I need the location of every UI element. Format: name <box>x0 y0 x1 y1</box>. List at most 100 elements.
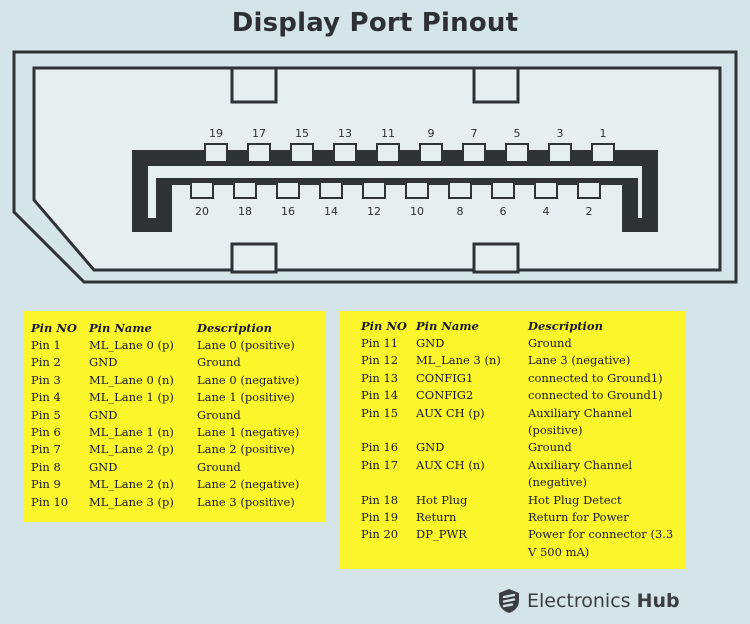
pin-contact-bottom <box>534 181 558 199</box>
page-title: Display Port Pinout <box>231 8 519 38</box>
header-pin-name: Pin Name <box>416 319 479 333</box>
pin-contact-top <box>591 143 615 163</box>
pin-description-cell: Ground <box>528 440 572 455</box>
table-row: Pin 11 GND Ground <box>361 335 680 352</box>
pin-contact-bottom <box>448 181 472 199</box>
pin-number-cell: Pin 16 <box>361 440 399 455</box>
brand-suffix: Hub <box>636 590 680 612</box>
pin-number-label: 6 <box>500 205 507 218</box>
pin-number-label: 10 <box>410 205 424 218</box>
connector-shell <box>12 50 738 284</box>
pin-name-cell: ML_Lane 1 (n) <box>89 425 174 440</box>
pin-description-cell: Ground <box>197 355 241 370</box>
table-row: Pin 20 DP_PWR Power for connector (3.3 V 5… <box>361 526 680 561</box>
pin-description-cell: Lane 3 (positive) <box>197 494 295 509</box>
pin-number-label: 2 <box>586 205 593 218</box>
pin-contact-bottom <box>405 181 429 199</box>
pin-number-cell: Pin 15 <box>361 405 399 420</box>
pin-name-cell: ML_Lane 0 (p) <box>89 338 174 352</box>
pin-contact-bottom <box>362 181 386 199</box>
pin-contact-top <box>247 143 271 163</box>
pin-number-cell: Pin 19 <box>361 510 399 525</box>
pin-description-cell: Lane 2 (negative) <box>197 477 300 492</box>
pin-description-cell: Lane 0 (negative) <box>197 372 300 387</box>
pin-number-cell: Pin 5 <box>31 407 61 422</box>
pin-number-cell: Pin 2 <box>31 355 61 370</box>
pin-number-label: 17 <box>252 127 266 140</box>
bottom-latch-left <box>230 242 278 274</box>
top-latch-right <box>472 66 520 104</box>
pin-number-cell: Pin 6 <box>31 425 61 440</box>
pin-number-label: 9 <box>428 127 435 140</box>
pin-number-label: 4 <box>543 205 550 218</box>
pin-description-cell: Return for Power <box>528 510 629 525</box>
pin-number-cell: Pin 9 <box>31 477 61 492</box>
pin-description-cell: Lane 1 (positive) <box>197 390 295 405</box>
pin-contact-top <box>290 143 314 163</box>
pin-number-label: 18 <box>238 205 252 218</box>
pin-number-cell: Pin 20 <box>361 527 399 542</box>
pin-name-cell: DP_PWR <box>416 527 467 542</box>
pin-description-cell: Lane 0 (positive) <box>197 338 295 352</box>
pin-description-cell: Hot Plug Detect <box>528 492 622 507</box>
table-row: Pin 4 ML_Lane 1 (p) Lane 1 (positive) <box>31 389 325 406</box>
pin-contact-bottom <box>233 181 257 199</box>
table-row: Pin 19 Return Return for Power <box>361 509 680 526</box>
pin-number-cell: Pin 13 <box>361 370 399 385</box>
pin-description-cell: Ground <box>197 407 241 422</box>
pin-description-cell: Ground <box>528 336 572 350</box>
pin-number-cell: Pin 8 <box>31 459 61 474</box>
header-pin-no: Pin NO <box>361 319 407 333</box>
pin-contact-bottom <box>577 181 601 199</box>
pin-number-cell: Pin 12 <box>361 353 399 368</box>
pin-contact-top <box>419 143 443 163</box>
pin-name-cell: Hot Plug <box>416 492 468 507</box>
pin-description-cell: Lane 2 (positive) <box>197 442 295 457</box>
pin-name-cell: GND <box>89 459 118 474</box>
pin-number-cell: Pin 3 <box>31 372 61 387</box>
pin-contact-top <box>376 143 400 163</box>
pin-name-cell: ML_Lane 1 (p) <box>89 390 174 405</box>
pin-contact-bottom <box>190 181 214 199</box>
pin-number-label: 3 <box>557 127 564 140</box>
pin-table-right-grid: Pin NO Pin Name Description Pin 11 GND Gro… <box>361 318 680 561</box>
pin-contact-bottom <box>276 181 300 199</box>
table-header-row: Pin NO Pin Name Description <box>361 318 680 335</box>
pin-name-cell: ML_Lane 3 (n) <box>416 353 501 368</box>
pin-number-label: 7 <box>471 127 478 140</box>
header-pin-no: Pin NO <box>31 321 77 335</box>
pin-number-cell: Pin 7 <box>31 442 61 457</box>
pin-name-cell: AUX CH (p) <box>416 405 485 420</box>
pin-name-cell: GND <box>416 336 445 350</box>
table-row: Pin 15 AUX CH (p) Auxiliary Channel (posit… <box>361 405 680 440</box>
pin-contact-bottom <box>319 181 343 199</box>
pin-number-label: 1 <box>600 127 607 140</box>
pin-description-cell: Auxiliary Channel (positive) <box>528 405 633 438</box>
pin-number-cell: Pin 17 <box>361 457 399 472</box>
pin-number-cell: Pin 11 <box>361 336 399 350</box>
pin-description-cell: connected to Ground1) <box>528 388 663 403</box>
pin-name-cell: CONFIG2 <box>416 388 474 403</box>
pin-description-cell: Power for connector (3.3 V 500 mA) <box>528 527 674 559</box>
pin-name-cell: CONFIG1 <box>416 370 474 385</box>
header-description: Description <box>528 319 603 333</box>
pin-number-label: 15 <box>295 127 309 140</box>
pin-name-cell: Return <box>416 510 457 525</box>
pin-number-cell: Pin 4 <box>31 390 61 405</box>
pin-description-cell: Lane 3 (negative) <box>528 353 631 368</box>
shell-outer-outline <box>12 50 738 284</box>
shell-inner-body <box>32 66 722 272</box>
pin-description-cell: Lane 1 (negative) <box>197 425 300 440</box>
pin-number-label: 19 <box>209 127 223 140</box>
pin-name-cell: AUX CH (n) <box>416 457 485 472</box>
